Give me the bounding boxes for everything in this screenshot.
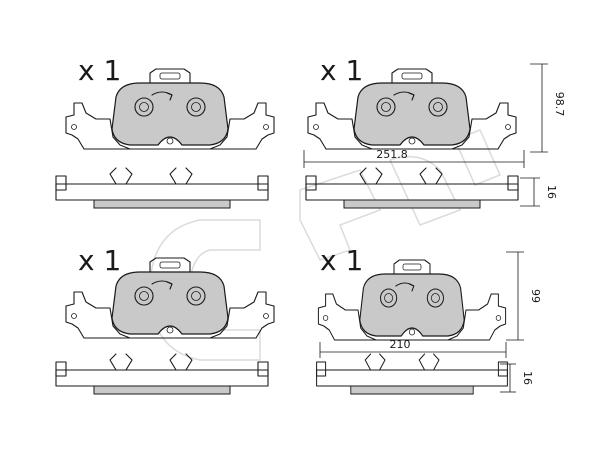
quantity-label: x 1 [78, 244, 121, 277]
width-value: 251.8 [376, 148, 408, 161]
width-dimension: 210 [319, 338, 507, 358]
width-dimension: 251.8 [303, 148, 525, 168]
thickness-dimension: 16 [500, 363, 534, 393]
pad-side-view [305, 167, 519, 209]
thickness-value: 16 [521, 371, 534, 385]
view-1: x 1 [55, 54, 275, 209]
width-value: 210 [390, 338, 411, 351]
pad-side-view [316, 353, 508, 395]
thickness-dimension: 16 [520, 177, 558, 207]
quantity-label: x 1 [320, 244, 363, 277]
quantity-label: x 1 [78, 54, 121, 87]
quantity-label: x 1 [320, 54, 363, 87]
view-2: x 1 98.7 251.8 16 [303, 54, 566, 209]
view-3: x 1 [55, 244, 275, 395]
height-dimension: 98.7 [530, 63, 566, 153]
height-dimension: 99 [506, 251, 542, 341]
height-value: 98.7 [553, 92, 566, 117]
view-4: x 1 99 210 16 [316, 244, 542, 395]
height-value: 99 [529, 289, 542, 303]
pad-side-view [55, 167, 269, 209]
thickness-value: 16 [545, 185, 558, 199]
